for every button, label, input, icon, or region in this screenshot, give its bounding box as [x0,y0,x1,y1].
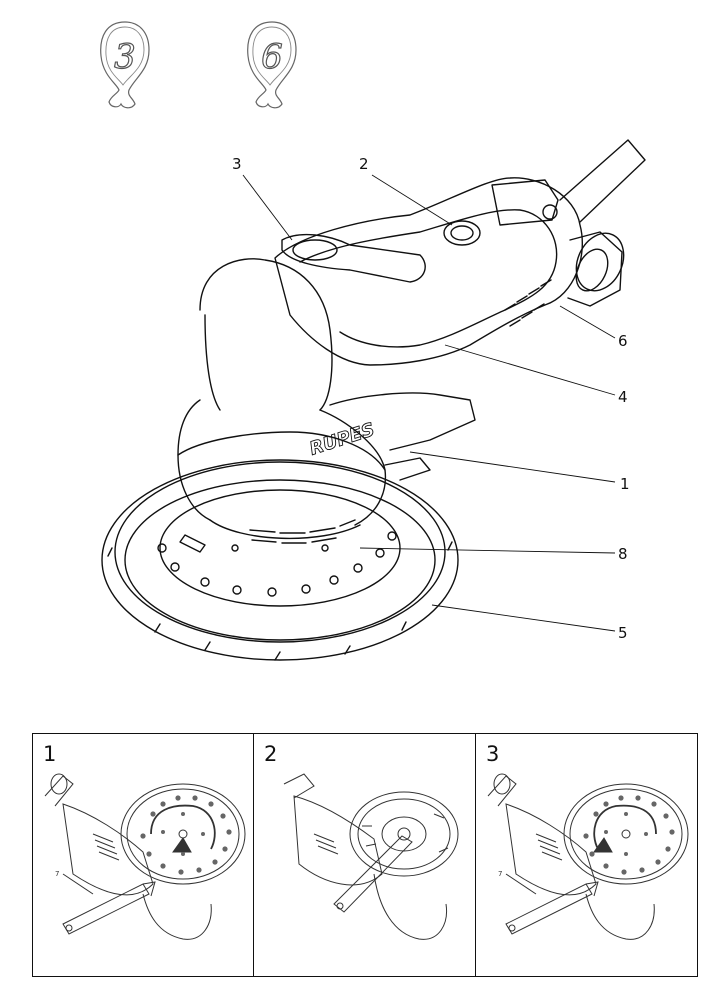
callout-1: 1 [620,475,630,493]
step-2-illustration [283,773,459,940]
callout-5: 5 [618,624,628,642]
callout-6: 6 [618,332,628,350]
step-panel-1: 1 [33,734,253,976]
step-number: 1 [43,742,57,766]
step-number: 2 [264,742,278,766]
step-3-illustration: 7 [487,773,689,940]
brand-text: RUPES [307,419,377,460]
step-panel-3: 3 [475,734,696,976]
badge-3-icon: 3 [100,21,150,109]
badge-3-label: 3 [114,37,136,77]
sander-illustration: RUPES [101,139,646,661]
callout-8: 8 [618,545,628,563]
step-1-illustration: 7 [44,773,246,940]
step-number: 3 [486,742,500,766]
step-3-callout: 7 [498,870,502,878]
callout-3: 3 [232,155,242,173]
steps-panel: 1 [32,733,698,977]
callout-2: 2 [359,155,369,173]
badge-6-label: 6 [261,37,283,77]
step-panel-2: 2 [253,734,475,976]
badge-6-icon: 6 [247,21,297,109]
step-1-callout: 7 [55,870,59,878]
callout-4: 4 [618,388,628,406]
